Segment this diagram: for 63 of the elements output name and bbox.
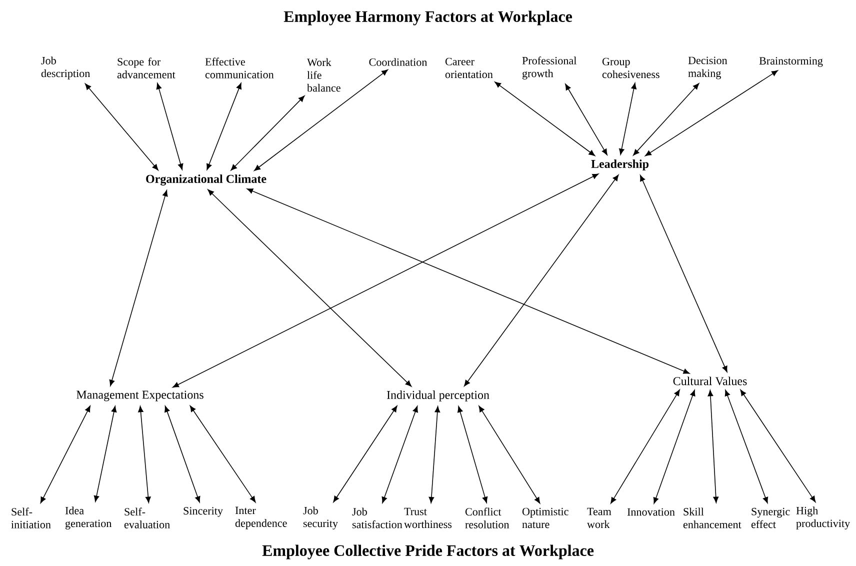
arrow	[494, 82, 596, 156]
factor-label: Management Expectations	[76, 390, 204, 402]
factor-label: Cultural Values	[673, 376, 747, 386]
arrow	[230, 96, 305, 171]
item-label: Idea generation	[65, 506, 112, 530]
item-label: Scope for advancement	[117, 58, 176, 78]
arrow	[640, 174, 728, 372]
item-label: Team work	[587, 508, 612, 528]
item-label: Decision making	[688, 56, 728, 80]
item-label: Inter dependence	[235, 506, 287, 530]
arrow	[428, 406, 440, 504]
arrow	[464, 174, 619, 386]
arrow	[458, 406, 488, 504]
item-label: Conflict resolution	[465, 508, 510, 528]
arrow	[40, 406, 90, 504]
title: Employee Harmony Factors at Workplace	[284, 10, 572, 26]
item-label: Innovation	[627, 508, 675, 516]
item-label: High productivity	[796, 506, 850, 530]
arrow	[94, 406, 117, 502]
arrow	[619, 82, 636, 155]
item-label: Self-evaluation	[124, 508, 170, 528]
item-label: Job security	[303, 506, 338, 530]
item-label: Trust worthiness	[404, 508, 452, 528]
item-label: Skill enhancement	[683, 508, 742, 528]
arrow	[740, 389, 816, 502]
item-label: Group cohesiveness	[602, 58, 660, 78]
arrow	[708, 390, 719, 503]
item-label: Sincerity	[184, 507, 223, 517]
factor-label: Leadership	[591, 160, 649, 170]
arrow	[382, 406, 418, 504]
factor-label: Individual perception	[386, 390, 490, 402]
arrow	[478, 406, 540, 504]
item-label: Career orientation	[445, 58, 493, 78]
arrow	[333, 406, 398, 502]
arrow	[565, 84, 608, 156]
arrow	[109, 190, 168, 386]
factor-label: Organizational Climate	[146, 174, 266, 186]
item-label: Effective communication	[205, 58, 274, 78]
item-label: Job satisfaction	[352, 508, 402, 528]
item-label: Synergic effect	[751, 508, 790, 528]
arrow	[645, 70, 778, 156]
arrow	[206, 82, 242, 170]
item-label: Self-initiation	[11, 508, 51, 528]
arrow	[84, 83, 158, 170]
arrow	[156, 82, 184, 170]
item-label: Optimistic nature	[522, 508, 568, 528]
item-label: Professional growth	[522, 56, 576, 80]
item-label: Job description	[41, 56, 90, 80]
arrow	[653, 390, 696, 504]
arrow	[633, 83, 700, 156]
arrow	[138, 406, 151, 503]
item-label: Coordination	[369, 58, 428, 66]
arrow	[610, 390, 680, 504]
arrow	[246, 188, 690, 374]
item-label: Work life balance	[307, 58, 340, 92]
arrow	[208, 189, 412, 387]
arrow	[190, 406, 256, 503]
arrow	[724, 390, 768, 504]
item-label: Brainstorming	[759, 57, 823, 67]
arrow	[254, 69, 388, 171]
caption: Employee Collective Pride Factors at Workplace	[262, 544, 594, 560]
arrow	[164, 406, 200, 503]
arrow	[172, 174, 599, 388]
